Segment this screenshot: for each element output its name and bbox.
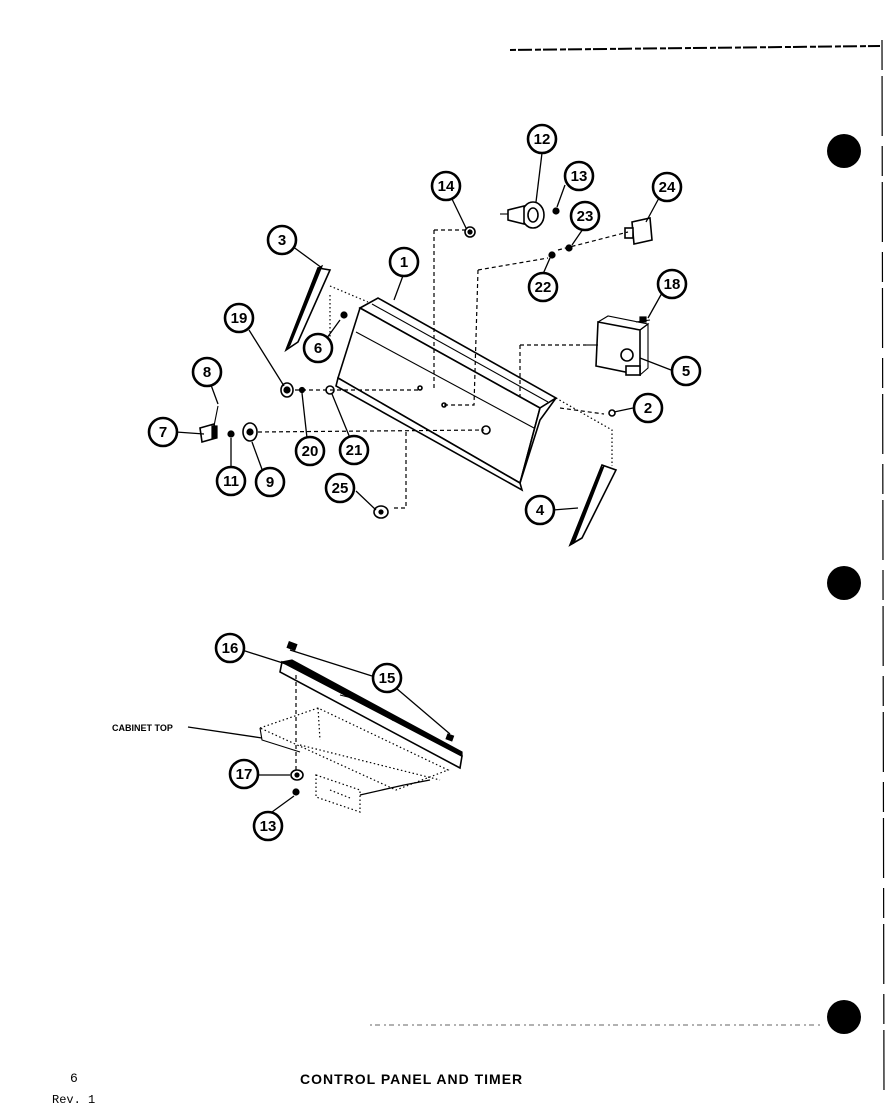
svg-text:11: 11 xyxy=(223,473,239,490)
switch xyxy=(624,217,653,245)
light-bezel xyxy=(242,422,258,442)
svg-text:2: 2 xyxy=(644,400,652,417)
right-end-cap xyxy=(568,463,618,547)
page-title: CONTROL PANEL AND TIMER xyxy=(300,1071,524,1087)
punch-hole-top xyxy=(827,134,861,168)
callout-4: 4 xyxy=(524,494,556,526)
panel-screw xyxy=(340,311,348,319)
svg-text:23: 23 xyxy=(577,208,594,225)
callout-17: 17 xyxy=(228,758,260,790)
callout-15: 15 xyxy=(371,662,403,694)
svg-text:17: 17 xyxy=(236,766,253,783)
callout-13-upper: 13 xyxy=(563,160,595,192)
svg-text:24: 24 xyxy=(659,179,676,196)
callout-1: 1 xyxy=(388,246,420,278)
callout-3: 3 xyxy=(266,224,298,256)
callout-18: 18 xyxy=(656,268,688,300)
revision-label: Rev. 1 xyxy=(52,1093,96,1107)
timer-knob xyxy=(500,201,545,229)
svg-text:6: 6 xyxy=(314,340,322,357)
callout-5: 5 xyxy=(670,355,702,387)
signal-light xyxy=(199,422,218,444)
svg-text:13: 13 xyxy=(571,168,588,185)
page-number: 6 xyxy=(70,1071,78,1086)
cabinet-top-leader xyxy=(187,726,263,739)
hinge-clip-left xyxy=(286,641,298,651)
callout-14: 14 xyxy=(430,170,462,202)
control-hinge-bar xyxy=(279,659,463,770)
svg-text:9: 9 xyxy=(266,474,274,491)
callout-25: 25 xyxy=(324,472,356,504)
svg-text:3: 3 xyxy=(278,232,286,249)
svg-text:16: 16 xyxy=(222,640,239,657)
svg-text:20: 20 xyxy=(302,443,319,460)
punch-hole-bottom xyxy=(827,1000,861,1034)
light-washer xyxy=(227,430,235,438)
punch-hole-middle xyxy=(827,566,861,600)
right-edge-artifact xyxy=(881,39,885,1101)
callout-21: 21 xyxy=(338,434,370,466)
callout-19: 19 xyxy=(223,302,255,334)
callout-11: 11 xyxy=(215,465,247,497)
knob-washer xyxy=(552,207,560,215)
selector-cap xyxy=(373,505,389,519)
knob-nut xyxy=(464,226,476,238)
left-end-cap xyxy=(284,264,332,353)
callout-9: 9 xyxy=(254,466,286,498)
timer-screw xyxy=(635,316,651,323)
callout-24: 24 xyxy=(651,171,683,203)
callout-12: 12 xyxy=(526,123,558,155)
top-edge-artifact xyxy=(509,45,881,51)
callout-8: 8 xyxy=(191,356,223,388)
callout-2: 2 xyxy=(632,392,664,424)
callout-13-lower: 13 xyxy=(252,810,284,842)
callout-20: 20 xyxy=(294,435,326,467)
svg-text:1: 1 xyxy=(400,254,408,271)
end-cap-screw xyxy=(608,409,616,417)
callout-16: 16 xyxy=(214,632,246,664)
callout-7: 7 xyxy=(147,416,179,448)
svg-text:4: 4 xyxy=(536,502,545,519)
cabinet-top xyxy=(258,707,450,813)
svg-text:12: 12 xyxy=(534,131,551,148)
svg-text:25: 25 xyxy=(332,480,349,497)
hinge-washer xyxy=(290,769,304,781)
hinge-screw xyxy=(292,788,300,796)
light-lead xyxy=(213,405,219,427)
svg-text:7: 7 xyxy=(159,424,167,441)
svg-text:19: 19 xyxy=(231,310,248,327)
control-panel xyxy=(335,297,558,492)
timer xyxy=(586,315,650,376)
svg-text:15: 15 xyxy=(379,670,396,687)
callout-6: 6 xyxy=(302,332,334,364)
svg-text:5: 5 xyxy=(682,363,690,380)
svg-text:22: 22 xyxy=(535,279,552,296)
switch-washer xyxy=(548,251,556,259)
callout-22: 22 xyxy=(527,271,559,303)
svg-text:13: 13 xyxy=(260,818,277,835)
cabinet-top-label: CABINET TOP xyxy=(112,723,173,733)
selector-knob xyxy=(280,382,294,398)
svg-text:18: 18 xyxy=(664,276,681,293)
svg-text:8: 8 xyxy=(203,364,211,381)
callout-23: 23 xyxy=(569,200,601,232)
svg-text:14: 14 xyxy=(438,178,455,195)
hinge-clip-right xyxy=(445,733,455,742)
svg-text:21: 21 xyxy=(346,442,363,459)
